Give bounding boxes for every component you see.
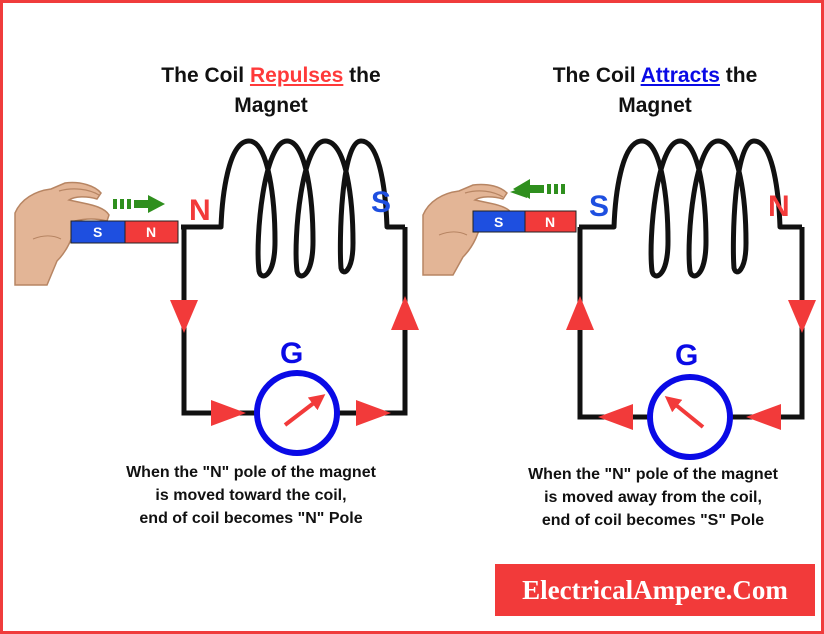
right-caption-line: is moved away from the coil, bbox=[544, 489, 762, 506]
left-title-line1: The Coil Repulses the bbox=[161, 64, 381, 87]
brand-banner: ElectricalAmpere.Com bbox=[495, 564, 815, 616]
right-galvanometer-needle-icon bbox=[664, 395, 705, 429]
right-coil-s-label: S bbox=[589, 190, 609, 223]
left-caption: When the "N" pole of the magnet is moved… bbox=[61, 461, 441, 530]
left-magnet-icon: S N bbox=[70, 220, 179, 244]
left-circuit: N S G bbox=[170, 138, 419, 456]
left-galvanometer-needle-icon bbox=[283, 394, 326, 427]
left-motion-arrow-icon bbox=[113, 195, 165, 213]
left-caption-line: end of coil becomes "N" Pole bbox=[139, 510, 363, 527]
left-caption-line: is moved toward the coil, bbox=[155, 487, 347, 504]
left-coil-s-label: S bbox=[371, 186, 391, 219]
right-arrow-left-icon bbox=[746, 404, 781, 430]
right-caption-line: When the "N" pole of the magnet bbox=[528, 466, 778, 483]
left-magnet-north bbox=[124, 220, 179, 244]
left-arrow-down-icon bbox=[170, 300, 198, 333]
attracts-word: Attracts bbox=[640, 64, 720, 87]
left-arrow-up-icon bbox=[391, 296, 419, 330]
right-arrow-up-icon bbox=[566, 296, 594, 330]
right-arrow-down-icon bbox=[788, 300, 816, 333]
left-title: The Coil Repulses the Magnet bbox=[121, 61, 421, 121]
left-arrow-right-icon bbox=[211, 400, 246, 426]
repulses-word: Repulses bbox=[249, 64, 344, 87]
right-title-line2: Magnet bbox=[618, 94, 692, 117]
left-arrow-right-icon bbox=[356, 400, 391, 426]
right-title-line1: The Coil Attracts the bbox=[552, 64, 758, 87]
left-galvanometer-icon bbox=[254, 370, 340, 456]
right-arrow-left-icon bbox=[598, 404, 633, 430]
right-magnet-icon: S N bbox=[472, 210, 577, 233]
right-caption: When the "N" pole of the magnet is moved… bbox=[463, 463, 821, 532]
right-coil-n-label: N bbox=[768, 190, 790, 223]
left-coil-icon bbox=[181, 138, 405, 279]
right-magnet-s-label: S bbox=[494, 214, 503, 230]
left-magnet-n-label: N bbox=[146, 224, 156, 240]
right-motion-arrow-icon bbox=[510, 179, 565, 199]
right-magnet-n-label: N bbox=[545, 214, 555, 230]
left-galvanometer-label: G bbox=[280, 337, 303, 370]
right-magnet-north bbox=[524, 210, 577, 233]
left-title-line2: Magnet bbox=[234, 94, 308, 117]
right-title: The Coil Attracts the Magnet bbox=[505, 61, 805, 121]
right-coil-icon bbox=[579, 138, 802, 279]
left-magnet-s-label: S bbox=[93, 224, 102, 240]
circuit-diagram: N S G S N bbox=[14, 138, 816, 460]
left-caption-line: When the "N" pole of the magnet bbox=[126, 464, 376, 481]
right-galvanometer-label: G bbox=[675, 339, 698, 372]
right-caption-line: end of coil becomes "S" Pole bbox=[541, 512, 765, 529]
left-coil-n-label: N bbox=[189, 194, 211, 227]
right-circuit: S N G bbox=[566, 138, 816, 460]
